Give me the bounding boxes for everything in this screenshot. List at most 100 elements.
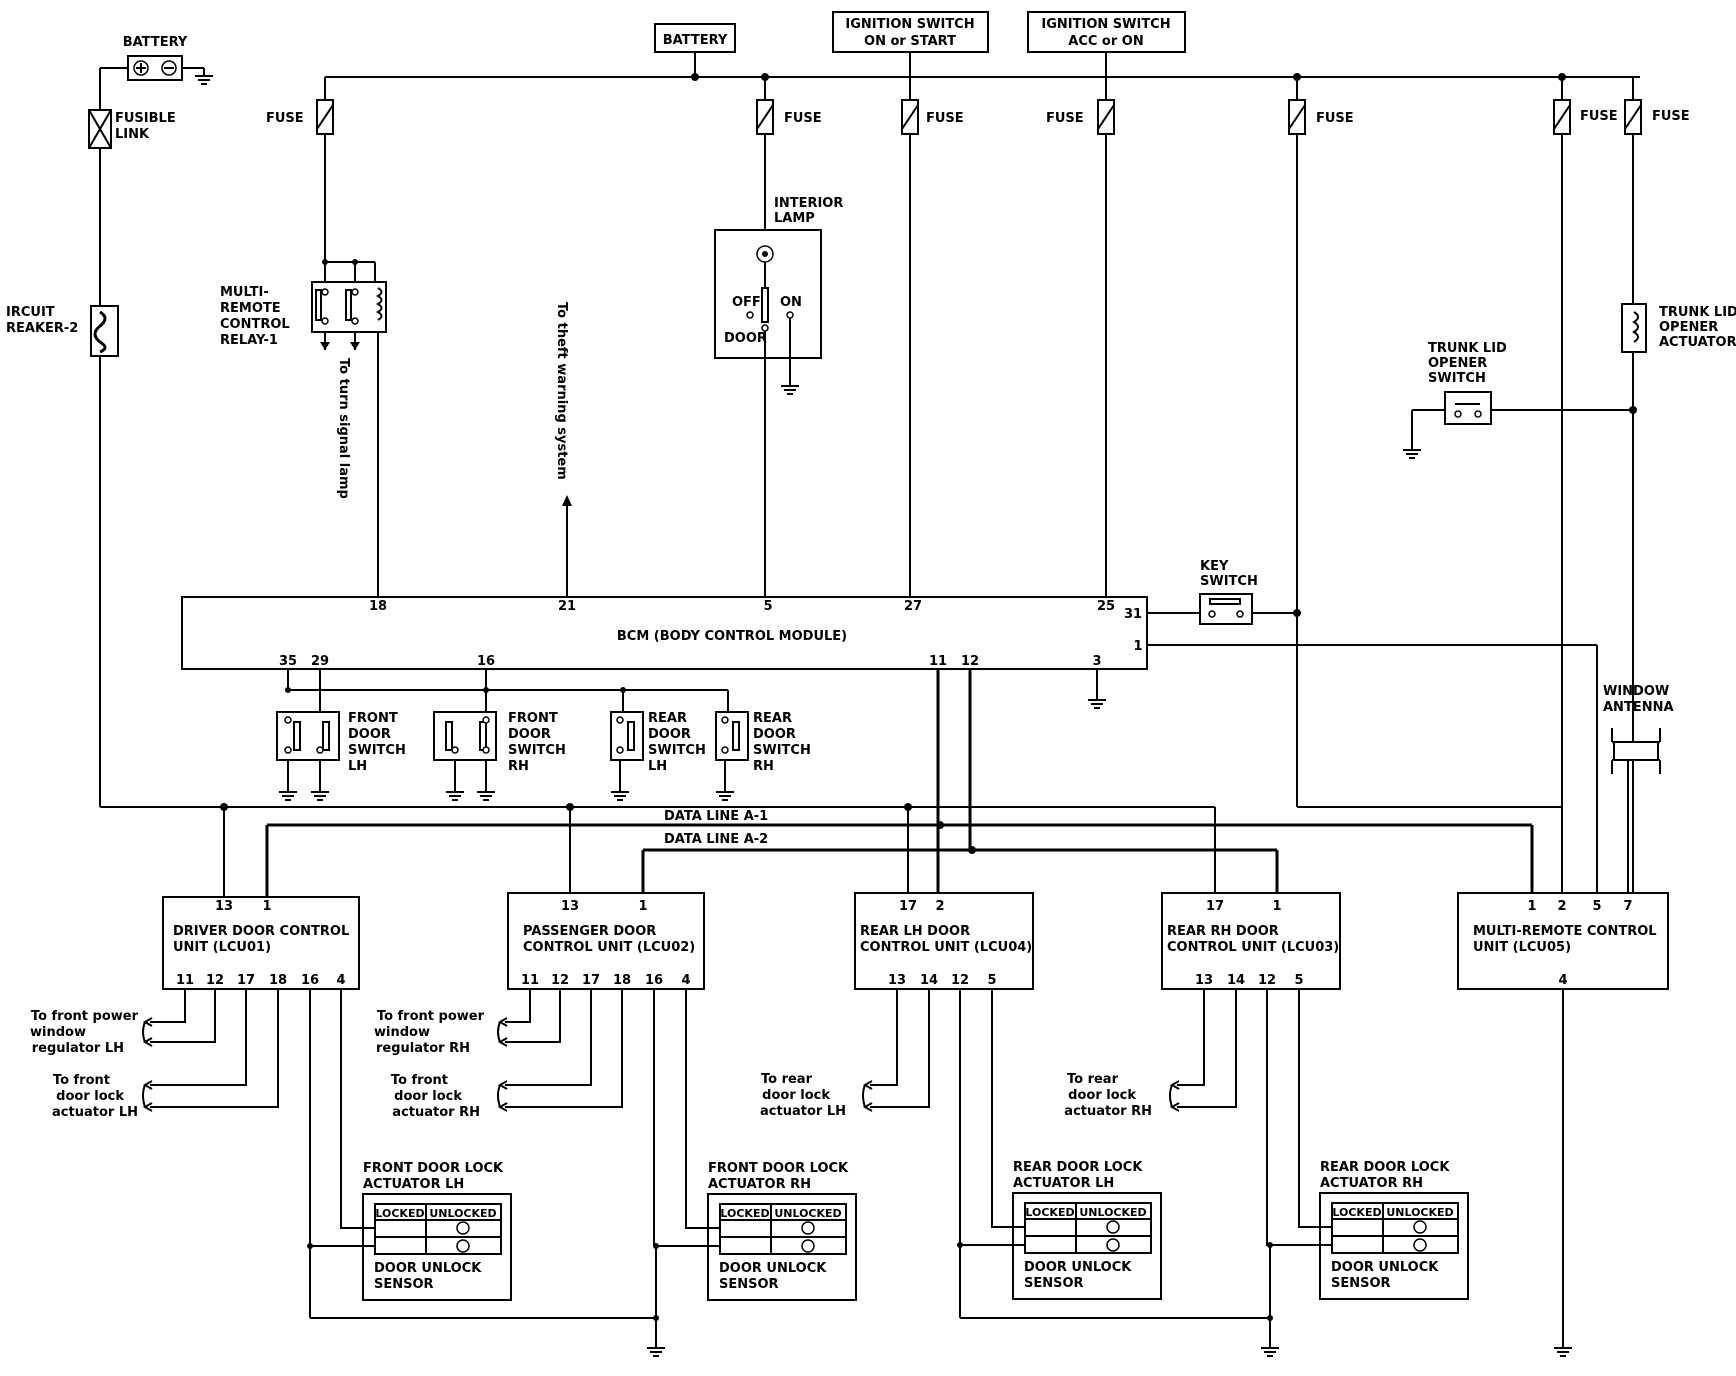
lcu02-pin-1: 1 (638, 899, 647, 914)
lcu04-pin-12: 12 (951, 973, 969, 988)
lcu03-pin-12: 12 (1258, 973, 1276, 988)
ignition-switch-on-start: IGNITION SWITCH ON or START (832, 11, 989, 53)
rear-door-switch-rh: REAR DOOR SWITCH RH (715, 690, 811, 801)
fuse-1: FUSE (266, 77, 334, 262)
lcu02-pin-16: 16 (645, 973, 663, 988)
bcm: BCM (BODY CONTROL MODULE) 18 21 5 27 25 … (181, 596, 1598, 897)
dest-fpw-rh-1: To front power (377, 1009, 485, 1024)
fuse-6-label: FUSE (1580, 109, 1618, 124)
dest-rdl-rh-1: To rear (1067, 1072, 1119, 1087)
interior-lamp-off: OFF (732, 295, 761, 310)
lcu04-pin-17: 17 (899, 899, 917, 914)
rdla-lh-unlocked: UNLOCKED (1079, 1206, 1146, 1219)
circuit-breaker-line1: IRCUIT (6, 305, 55, 320)
fdla-lh-unlocked: UNLOCKED (429, 1207, 496, 1220)
ign-start-line1: IGNITION SWITCH (845, 17, 974, 32)
lcu01-name-1: DRIVER DOOR CONTROL (173, 924, 349, 939)
trunk-lid-actuator: TRUNK LID OPENER ACTUATOR (1621, 303, 1736, 907)
lcu05-name-2: UNIT (LCU05) (1473, 940, 1571, 955)
fusible-link: FUSIBLE LINK (88, 109, 176, 306)
lcu05-pin-2: 2 (1557, 899, 1566, 914)
power-bus (325, 52, 1640, 110)
dest-fdl-rh-1: To front (391, 1073, 448, 1088)
lcu04-pin-13: 13 (888, 973, 906, 988)
lcu05-pin-7: 7 (1623, 899, 1632, 914)
bcm-pin-35: 35 (279, 654, 297, 669)
dest-rdl-rh-2: door lock (1068, 1088, 1136, 1103)
lcu03-name-2: CONTROL UNIT (LCU03) (1167, 940, 1339, 955)
key-switch-line2: SWITCH (1200, 574, 1258, 589)
circuit-breaker-line2: REAKER-2 (6, 321, 78, 336)
rdsw-lh-1: REAR (648, 711, 687, 726)
bcm-pin-18: 18 (369, 599, 387, 614)
fdla-rh-unlocked: UNLOCKED (774, 1207, 841, 1220)
lcu02-pin-4: 4 (681, 973, 690, 988)
bcm-pin-29: 29 (311, 654, 329, 669)
bcm-pin-1: 1 (1133, 639, 1142, 654)
fdla-rh-title-1: FRONT DOOR LOCK (708, 1161, 849, 1176)
fuse-4: FUSE (1046, 99, 1115, 597)
lcu03-rear-rh-door-unit: 17 1 REAR RH DOOR CONTROL UNIT (LCU03) 1… (1161, 892, 1341, 1112)
fdsw-lh-3: SWITCH (348, 743, 406, 758)
interior-lamp-door: DOOR (724, 331, 767, 346)
bcm-name: BCM (BODY CONTROL MODULE) (617, 629, 847, 644)
fdsw-rh-4: RH (508, 759, 529, 774)
fuse-3-label: FUSE (926, 111, 964, 126)
rear-door-lock-actuator-rh: REAR DOOR LOCK ACTUATOR RH LOCKED UNLOCK… (1260, 989, 1469, 1357)
fusible-link-line1: FUSIBLE (115, 111, 176, 126)
rdla-lh-title-2: ACTUATOR LH (1013, 1176, 1114, 1191)
fdsw-rh-3: SWITCH (508, 743, 566, 758)
trunk-lid-switch: TRUNK LID OPENER SWITCH (1402, 341, 1633, 459)
destination-labels: To front power window regulator LH To fr… (30, 1009, 1152, 1120)
lcu04-pin-5: 5 (987, 973, 996, 988)
ign-start-line2: ON or START (864, 34, 956, 49)
bcm-pin-3: 3 (1092, 654, 1101, 669)
bcm-pin-27: 27 (904, 599, 922, 614)
multi-remote-relay: MULTI- REMOTE CONTROL RELAY-1 To turn si… (220, 259, 387, 597)
rdsw-rh-3: SWITCH (753, 743, 811, 758)
lcu04-name-1: REAR LH DOOR (860, 924, 970, 939)
fdsw-lh-2: DOOR (348, 727, 391, 742)
rdla-lh-locked: LOCKED (1025, 1206, 1074, 1219)
fdla-rh-sensor-1: DOOR UNLOCK (719, 1261, 827, 1276)
lcu03-pin-13: 13 (1195, 973, 1213, 988)
dest-fpw-lh-3: regulator LH (32, 1041, 124, 1056)
fdla-rh-title-2: ACTUATOR RH (708, 1177, 811, 1192)
bcm-pin-12: 12 (961, 654, 979, 669)
window-antenna-line1: WINDOW (1603, 684, 1669, 699)
circuit-breaker: IRCUIT REAKER-2 (6, 305, 119, 807)
lcu02-pin-12: 12 (551, 973, 569, 988)
trunk-actuator-line1: TRUNK LID (1659, 305, 1736, 320)
relay-line3: CONTROL (220, 317, 290, 332)
theft-warning-arrow: To theft warning system (554, 302, 572, 597)
data-line-a2: DATA LINE A-2 (664, 832, 768, 847)
front-door-lock-actuator-rh: FRONT DOOR LOCK ACTUATOR RH LOCKED UNLOC… (646, 989, 857, 1357)
interior-lamp: INTERIOR LAMP OFF ON DOOR (714, 196, 843, 597)
relay-line1: MULTI- (220, 285, 269, 300)
ign-acc-line1: IGNITION SWITCH (1041, 17, 1170, 32)
bcm-pin-21: 21 (558, 599, 576, 614)
turn-signal-label: To turn signal lamp (336, 358, 351, 499)
dest-fdl-lh-3: actuator LH (52, 1105, 138, 1120)
bcm-pin-11: 11 (929, 654, 947, 669)
trunk-actuator-line2: OPENER (1659, 320, 1718, 335)
window-antenna: WINDOW ANTENNA (1603, 684, 1674, 897)
lcu05-pin-5: 5 (1592, 899, 1601, 914)
fuse-2: FUSE (756, 77, 822, 248)
fdla-lh-sensor-1: DOOR UNLOCK (374, 1261, 482, 1276)
theft-label: To theft warning system (554, 302, 569, 480)
lcu01-name-2: UNIT (LCU01) (173, 940, 271, 955)
rdsw-rh-4: RH (753, 759, 774, 774)
rdla-rh-locked: LOCKED (1332, 1206, 1381, 1219)
lcu03-pin-14: 14 (1227, 973, 1245, 988)
lcu02-passenger-door-unit: 13 1 PASSENGER DOOR CONTROL UNIT (LCU02)… (497, 807, 705, 1112)
front-door-lock-actuator-lh: FRONT DOOR LOCK ACTUATOR LH LOCKED UNLOC… (307, 989, 656, 1319)
battery-source-label: BATTERY (123, 35, 188, 50)
relay-line2: REMOTE (220, 301, 281, 316)
bcm-pin-25: 25 (1097, 599, 1115, 614)
lcu02-pin-11: 11 (521, 973, 539, 988)
dest-rdl-lh-3: actuator LH (760, 1104, 846, 1119)
fdsw-rh-2: DOOR (508, 727, 551, 742)
lcu01-pin-17: 17 (237, 973, 255, 988)
